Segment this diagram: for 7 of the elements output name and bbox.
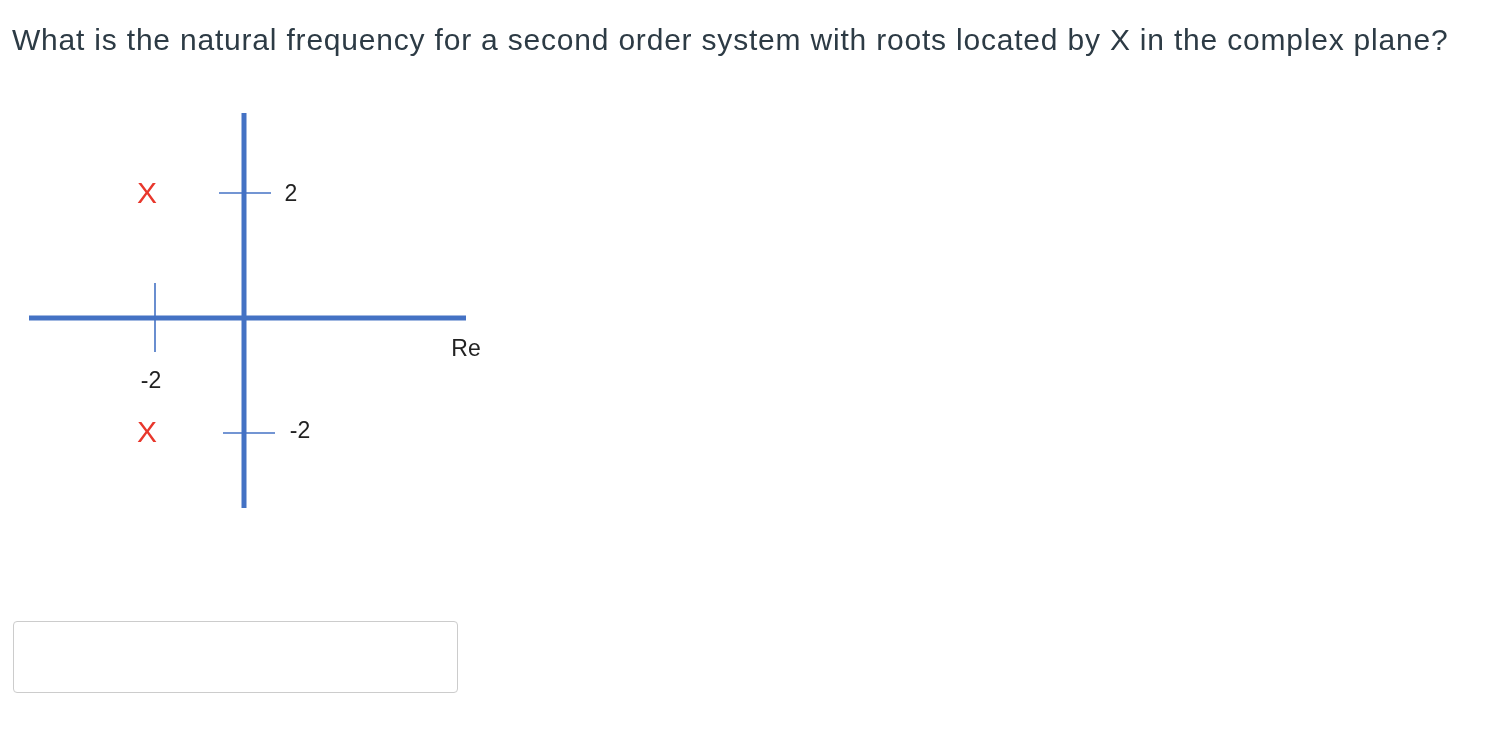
tick-label: 2 [284,180,298,206]
axis-label: Re [451,335,481,361]
question-text: What is the natural frequency for a second order system with roots located by X in the complex plane? [12,22,1449,58]
tick-label: -2 [140,367,162,393]
tick-label: -2 [289,417,311,443]
pole-marker: X [137,416,157,448]
pole-marker: X [137,177,157,209]
